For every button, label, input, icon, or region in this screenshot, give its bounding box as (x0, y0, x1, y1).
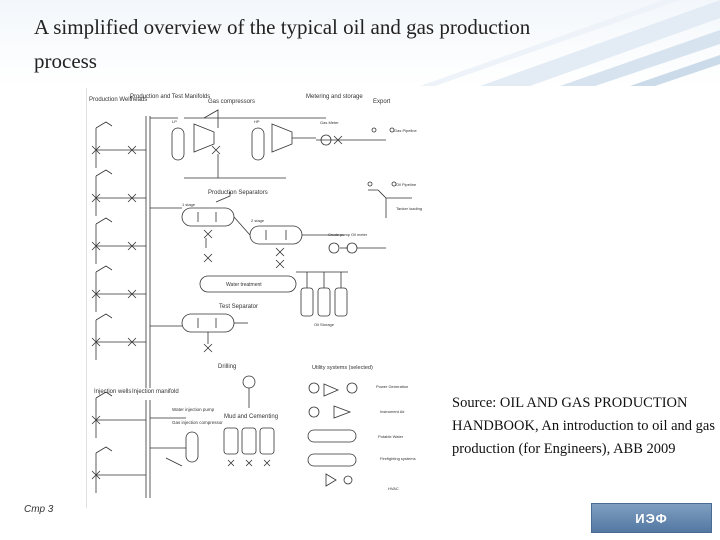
separator-valves (203, 253, 285, 269)
utility-systems (307, 382, 358, 487)
label-metering-storage: Metering and storage (306, 94, 363, 100)
label-gas-compressors: Gas compressors (208, 99, 255, 105)
page-number: Стр 3 (24, 504, 54, 515)
label-crude-pump: Crude pump (328, 232, 351, 237)
label-gas-meter: Gas Meter (320, 120, 339, 125)
label-water-treatment: Water treatment (226, 282, 262, 288)
label-production-wellheads: Production Wellheads (89, 97, 147, 103)
label-oil-meter: Oil meter (351, 232, 368, 237)
metering-storage (316, 127, 412, 218)
label-utility-systems: Utility systems (selected) (312, 365, 373, 371)
label-stage1: 1 stage (182, 202, 196, 207)
slide-title: A simplified overview of the typical oil… (34, 15, 531, 73)
label-stage2: 2 stage (251, 218, 265, 223)
logo-text: ИЭФ (635, 510, 668, 526)
label-gas-injection-compressor: Gas injection compressor (172, 420, 223, 425)
label-production-manifolds: Production and Test Manifolds (130, 94, 210, 100)
process-diagram-drawing: Production Wellheads Production and Test… (85, 88, 422, 508)
label-drilling: Drilling (218, 364, 236, 370)
label-test-separator: Test Separator (219, 304, 258, 310)
header-decoration (420, 0, 720, 86)
label-water-injection-pump: Water injection pump (172, 407, 215, 412)
org-logo: ИЭФ (591, 503, 712, 533)
label-injection-wells: Injection wells (94, 389, 131, 395)
label-injection-manifold: Injection manifold (132, 389, 179, 395)
gas-compressors (171, 109, 326, 179)
water-treatment (199, 275, 297, 293)
oil-storage-tanks (296, 271, 348, 317)
header-band (0, 0, 720, 86)
label-export: Export (373, 99, 391, 105)
injection-manifold (150, 417, 199, 467)
label-potable-water: Potable Water (378, 434, 404, 439)
label-oil-storage: Oil Storage (314, 322, 335, 327)
label-hp: HP (254, 119, 260, 124)
source-citation: Source: OIL AND GAS PRODUCTION HANDBOOK,… (452, 395, 715, 457)
manifold-headers (145, 116, 182, 498)
label-firefighting: Firefighting systems (380, 456, 416, 461)
label-power-generation: Power Generation (376, 384, 408, 389)
wellheads (91, 121, 146, 493)
label-tanker-loading: Tanker loading (396, 206, 422, 211)
label-production-separators: Production Separators (208, 190, 268, 196)
mud-cementing (223, 375, 275, 467)
label-lp: LP (172, 119, 177, 124)
label-instrument-air: Instrument Air (380, 409, 405, 414)
test-separator (181, 313, 248, 353)
label-gas-pipeline: Gas Pipeline (394, 128, 417, 133)
process-diagram: Production Wellheads Production and Test… (85, 88, 426, 508)
label-mud-cementing: Mud and Cementing (224, 414, 278, 420)
label-hvac: HVAC (388, 486, 399, 491)
label-oil-pipeline: Oil Pipeline (396, 182, 417, 187)
production-separators (181, 192, 386, 257)
